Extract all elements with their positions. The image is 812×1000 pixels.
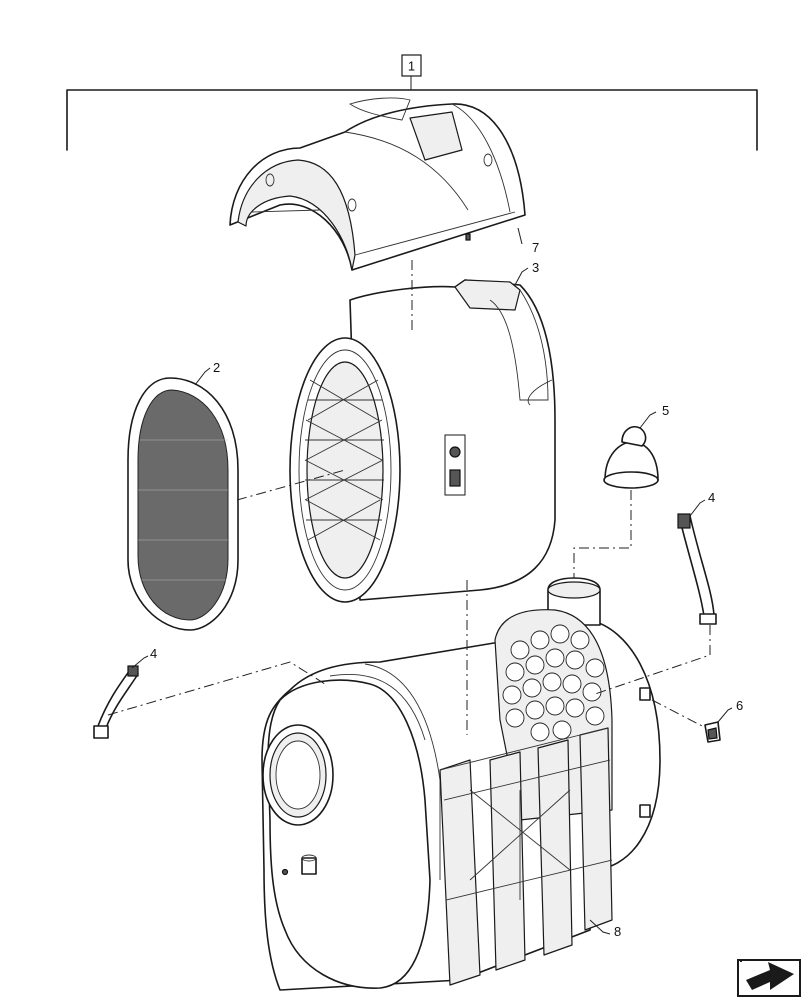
small-clip: 6	[704, 698, 743, 743]
callout-7: 7	[532, 240, 539, 255]
top-cover: 7	[229, 97, 539, 271]
filter-element: 2	[127, 360, 239, 631]
main-housing: 8	[261, 577, 661, 991]
assembly-bracket: 1	[66, 54, 758, 151]
cartridge: 3	[289, 260, 556, 603]
callout-4-right: 4	[708, 490, 715, 505]
callout-5: 5	[662, 403, 669, 418]
callout-8: 8	[614, 924, 621, 939]
strap-clip-right: 4	[677, 490, 717, 625]
callout-6: 6	[736, 698, 743, 713]
callout-1: 1	[408, 59, 415, 74]
callout-4-left: 4	[150, 646, 157, 661]
dome-valve: 5	[603, 403, 669, 489]
arrow-box-icon[interactable]	[737, 959, 801, 997]
callout-3: 3	[532, 260, 539, 275]
strap-clip-left: 4	[93, 646, 157, 739]
callout-2: 2	[213, 360, 220, 375]
assembly-lines	[107, 260, 711, 735]
